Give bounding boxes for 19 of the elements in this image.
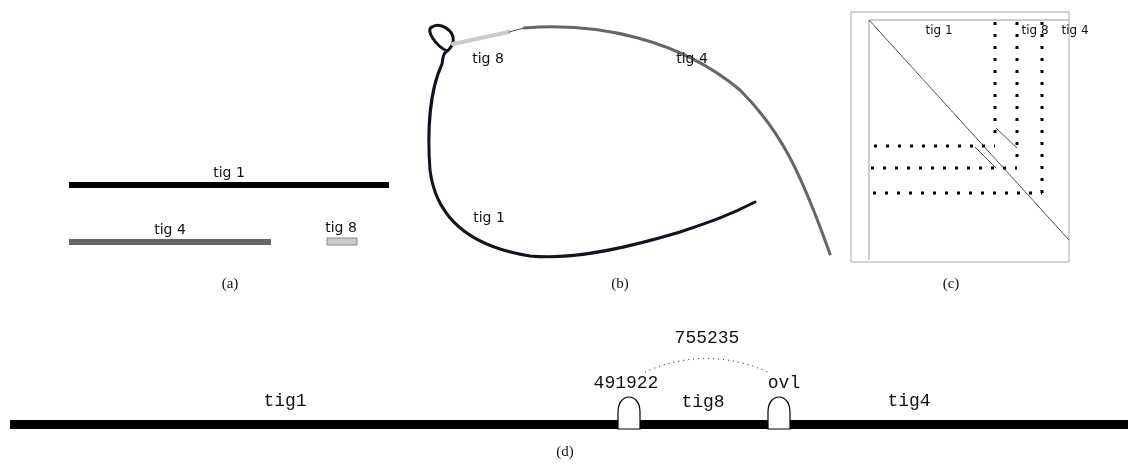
contig-label: tig 4 [1061,24,1089,36]
panel-label: (a) [221,275,239,291]
panel-label: (d) [556,443,574,459]
position-label: 491922 [593,374,659,392]
contig-label: tig 4 [676,51,708,65]
contig-label: tig8 [681,393,725,411]
panel-label: (c) [942,275,960,291]
contig-label: tig 4 [154,222,186,236]
contig-label: tig 1 [925,24,953,36]
contig-label: tig 8 [472,51,504,65]
contig-label: tig 8 [1021,24,1049,36]
panel-label: (b) [611,275,629,291]
distance-label: 755235 [674,329,740,347]
contig-label: tig 8 [325,220,357,234]
contig-label: tig1 [263,392,307,410]
overlap-label: ovl [767,374,801,392]
contig-label: tig4 [887,392,931,410]
contig-label: tig 1 [213,165,245,179]
contig-label: tig 1 [473,210,505,224]
